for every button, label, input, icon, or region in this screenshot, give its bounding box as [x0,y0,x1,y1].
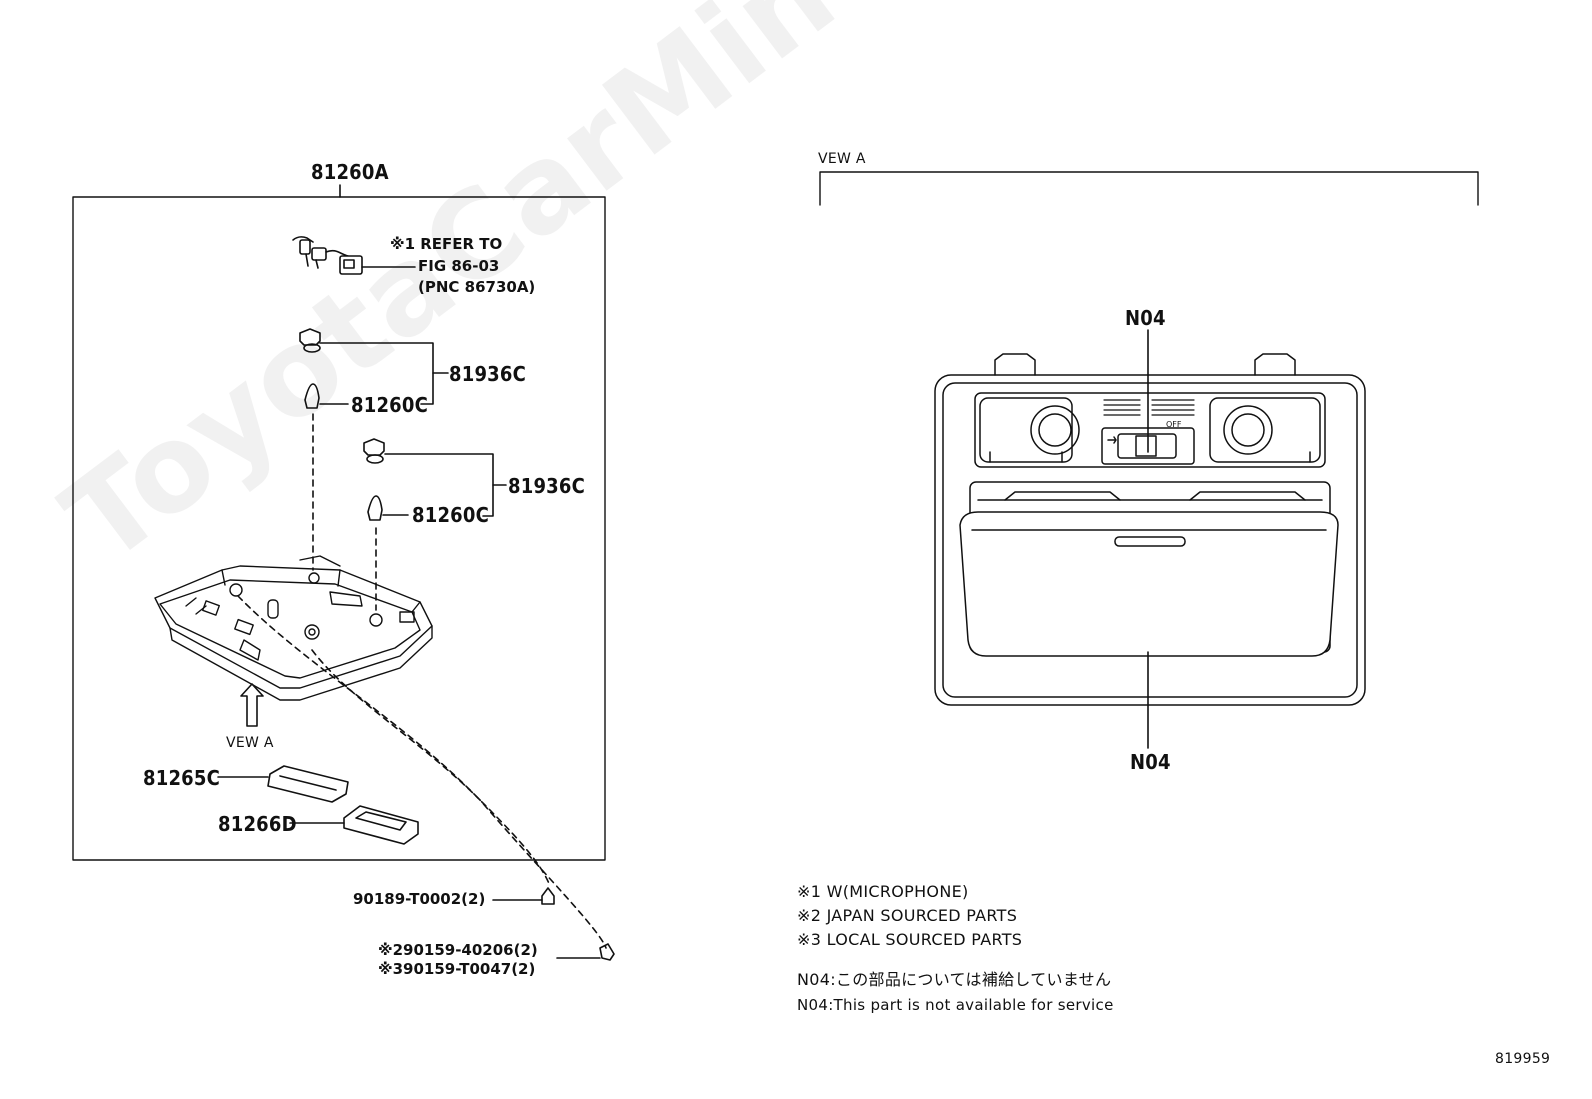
pin-81260c-1 [304,383,349,571]
n04-label-bottom: N04 [1130,750,1171,774]
refer-note-line-2: FIG 86-03 [418,257,500,275]
n04-note-japanese: N04:この部品については補給していません [797,970,1112,989]
screw-90159 [556,943,615,961]
pin-81260c-2 [367,495,409,611]
assembly-frame [72,184,606,861]
console-base-part [154,555,433,701]
refer-note-line-3: (PNC 86730A) [418,278,536,296]
view-a-title: VEW A [818,151,866,167]
view-arrow [240,683,264,727]
figure-id: 819959 [1495,1051,1551,1067]
lens-81265c [217,765,349,803]
n04-label-top: N04 [1125,306,1166,330]
screw-label-90159-40206: ※290159-40206(2) [378,941,538,959]
part-label-81936c-1: 81936C [449,362,527,386]
screw-label-90189: 90189-T0002(2) [353,890,486,908]
view-a-bracket [819,171,1479,206]
clip-81936c-1 [299,328,449,405]
overhead-console-front [934,353,1366,706]
screw-guide-lines [237,595,607,949]
clip-81936c-2 [363,438,507,517]
part-label-81260c-2: 81260C [412,503,490,527]
part-label-81266d: 81266D [218,812,297,836]
clip-90189 [492,887,555,905]
note-3: ※3 LOCAL SOURCED PARTS [797,930,1023,949]
part-label-81936c-2: 81936C [508,474,586,498]
note-2: ※2 JAPAN SOURCED PARTS [797,906,1018,925]
microphone-harness-part [292,236,416,275]
view-a-arrow-label: VEW A [226,735,274,751]
note-1: ※1 W(MICROPHONE) [797,882,969,901]
part-label-81265c: 81265C [143,766,221,790]
lens-81266d [289,805,419,845]
part-label-81260c-1: 81260C [351,393,429,417]
screw-label-90159-t0047: ※390159-T0047(2) [378,960,536,978]
switch-off-label: OFF [1166,420,1182,429]
frame-label-81260a: 81260A [311,160,389,184]
refer-note-line-1: ※1 REFER TO [390,235,503,253]
n04-note-english: N04:This part is not available for servi… [797,996,1114,1014]
